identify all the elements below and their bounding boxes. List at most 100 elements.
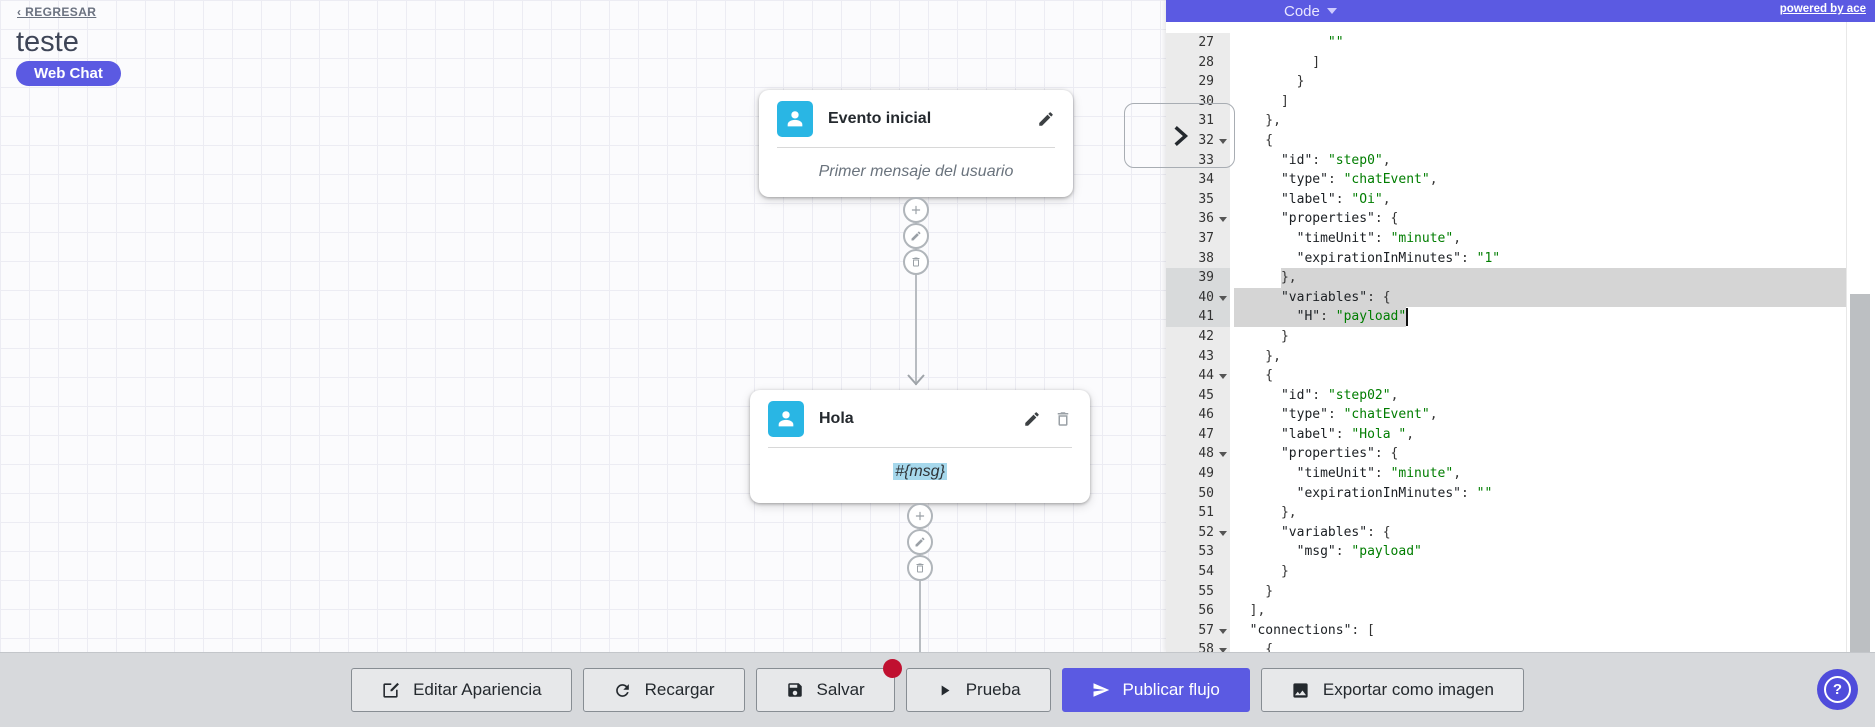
fold-arrow-icon[interactable] bbox=[1219, 217, 1227, 223]
line-number[interactable]: 43 bbox=[1166, 346, 1230, 367]
add-step-button[interactable] bbox=[903, 197, 929, 223]
line-number[interactable]: 47 bbox=[1166, 424, 1230, 445]
line-number[interactable]: 44 bbox=[1166, 366, 1230, 386]
line-number[interactable]: 46 bbox=[1166, 405, 1230, 425]
code-editor[interactable]: 27 ""28 ]29 }30 ]31 },32 {33 "id": "step… bbox=[1166, 22, 1875, 652]
line-number[interactable]: 56 bbox=[1166, 601, 1230, 621]
code-text: "timeUnit": "minute", bbox=[1296, 466, 1462, 482]
line-number[interactable]: 53 bbox=[1166, 542, 1230, 563]
pencil-icon[interactable] bbox=[1023, 410, 1041, 428]
node-evento-inicial[interactable]: Evento inicial Primer mensaje del usuari… bbox=[759, 90, 1073, 197]
publicar-flujo-button[interactable]: Publicar flujo bbox=[1061, 668, 1250, 712]
code-line: 48 "properties": { bbox=[1166, 444, 1875, 465]
edit-connection-button[interactable] bbox=[907, 529, 933, 555]
code-line: 27 "" bbox=[1166, 33, 1875, 53]
line-number[interactable]: 33 bbox=[1166, 150, 1230, 171]
node-title: Evento inicial bbox=[828, 110, 932, 127]
fold-arrow-icon[interactable] bbox=[1219, 295, 1227, 301]
code-text: { bbox=[1234, 132, 1274, 148]
node-hola[interactable]: Hola #{msg} bbox=[750, 390, 1090, 503]
pencil-icon[interactable] bbox=[1037, 110, 1055, 128]
image-icon bbox=[1291, 681, 1310, 700]
editar-apariencia-button[interactable]: Editar Apariencia bbox=[351, 668, 572, 712]
delete-connection-button[interactable] bbox=[903, 249, 929, 275]
line-number[interactable]: 30 bbox=[1166, 91, 1230, 112]
line-number[interactable]: 39 bbox=[1166, 268, 1230, 288]
delete-connection-button[interactable] bbox=[907, 555, 933, 581]
powered-by-ace-link[interactable]: powered by ace bbox=[1779, 3, 1866, 15]
line-number[interactable]: 27 bbox=[1166, 33, 1230, 53]
button-label: Prueba bbox=[965, 680, 1021, 699]
line-number[interactable]: 37 bbox=[1166, 228, 1230, 249]
line-number[interactable]: 52 bbox=[1166, 522, 1230, 543]
code-text: "variables": { bbox=[1280, 524, 1391, 540]
code-text: "connections": [ bbox=[1249, 622, 1375, 638]
line-number[interactable]: 40 bbox=[1166, 287, 1230, 308]
line-number[interactable]: 38 bbox=[1166, 248, 1230, 269]
help-button[interactable]: ? bbox=[1817, 669, 1858, 710]
line-number[interactable]: 48 bbox=[1166, 444, 1230, 465]
code-line: 37 "timeUnit": "minute", bbox=[1166, 228, 1875, 249]
code-line: 33 "id": "step0", bbox=[1166, 150, 1875, 171]
back-link[interactable]: ‹ REGRESAR bbox=[17, 5, 97, 19]
node-divider bbox=[777, 147, 1055, 148]
exportar-imagen-button[interactable]: Exportar como imagen bbox=[1260, 668, 1524, 712]
fold-arrow-icon[interactable] bbox=[1219, 452, 1227, 458]
line-number[interactable]: 50 bbox=[1166, 483, 1230, 504]
fold-arrow-icon[interactable] bbox=[1219, 628, 1227, 634]
node-body: #{msg} bbox=[750, 448, 1090, 496]
text-selection bbox=[1234, 307, 1407, 327]
fold-arrow-icon[interactable] bbox=[1219, 374, 1227, 380]
line-number[interactable]: 49 bbox=[1166, 464, 1230, 484]
pencil-icon bbox=[911, 231, 921, 241]
scrollbar-thumb[interactable] bbox=[1850, 294, 1870, 652]
editor-scrollbar[interactable] bbox=[1846, 22, 1875, 652]
salvar-button[interactable]: Salvar bbox=[755, 659, 902, 712]
button-label: Exportar como imagen bbox=[1322, 680, 1494, 699]
code-panel-header: Code powered by ace bbox=[1166, 0, 1875, 22]
line-number[interactable]: 54 bbox=[1166, 562, 1230, 582]
node-body: Primer mensaje del usuario bbox=[818, 163, 1014, 180]
line-number[interactable]: 29 bbox=[1166, 72, 1230, 92]
code-line: 36 "properties": { bbox=[1166, 209, 1875, 229]
trash-icon bbox=[916, 563, 924, 573]
line-number[interactable]: 28 bbox=[1166, 52, 1230, 73]
line-number[interactable]: 31 bbox=[1166, 111, 1230, 131]
code-mode-label: Code bbox=[1284, 2, 1320, 20]
code-line: 53 "msg": "payload" bbox=[1166, 542, 1875, 563]
edit-connection-button[interactable] bbox=[903, 223, 929, 249]
edit-square-icon bbox=[381, 681, 400, 700]
prueba-button[interactable]: Prueba bbox=[905, 668, 1051, 712]
line-number[interactable]: 41 bbox=[1166, 307, 1230, 327]
code-line: 52 "variables": { bbox=[1166, 522, 1875, 543]
line-number[interactable]: 42 bbox=[1166, 326, 1230, 347]
line-number[interactable]: 35 bbox=[1166, 189, 1230, 210]
code-text: "expirationInMinutes": "" bbox=[1296, 485, 1493, 501]
arrowhead-icon bbox=[907, 374, 925, 386]
line-number[interactable]: 55 bbox=[1166, 581, 1230, 602]
fold-arrow-icon[interactable] bbox=[1219, 530, 1227, 536]
code-line: 30 ] bbox=[1166, 91, 1875, 112]
line-number[interactable]: 58 bbox=[1166, 640, 1230, 652]
code-text: "id": "step0", bbox=[1280, 152, 1391, 168]
line-number[interactable]: 57 bbox=[1166, 620, 1230, 641]
trash-icon[interactable] bbox=[1054, 410, 1072, 428]
collapse-panel-button[interactable] bbox=[1124, 103, 1235, 168]
line-number[interactable]: 34 bbox=[1166, 170, 1230, 190]
text-cursor bbox=[1406, 308, 1409, 326]
line-number[interactable]: 36 bbox=[1166, 209, 1230, 229]
code-panel[interactable]: Code powered by ace 27 ""28 ]29 }30 ]31 … bbox=[1166, 0, 1875, 652]
fold-arrow-icon[interactable] bbox=[1219, 648, 1227, 652]
fold-arrow-icon[interactable] bbox=[1219, 138, 1227, 144]
code-mode-dropdown[interactable]: Code bbox=[1284, 0, 1337, 22]
recargar-button[interactable]: Recargar bbox=[582, 668, 745, 712]
code-line: 47 "label": "Hola ", bbox=[1166, 424, 1875, 445]
code-text: } bbox=[1234, 74, 1305, 90]
button-label: Publicar flujo bbox=[1122, 680, 1220, 699]
line-number[interactable]: 51 bbox=[1166, 503, 1230, 523]
flow-canvas[interactable]: ‹ REGRESAR teste Web Chat Evento inicial… bbox=[0, 0, 1166, 652]
plus-icon bbox=[911, 205, 921, 215]
line-number[interactable]: 45 bbox=[1166, 385, 1230, 406]
code-line: 55 } bbox=[1166, 581, 1875, 602]
add-step-button[interactable] bbox=[907, 503, 933, 529]
